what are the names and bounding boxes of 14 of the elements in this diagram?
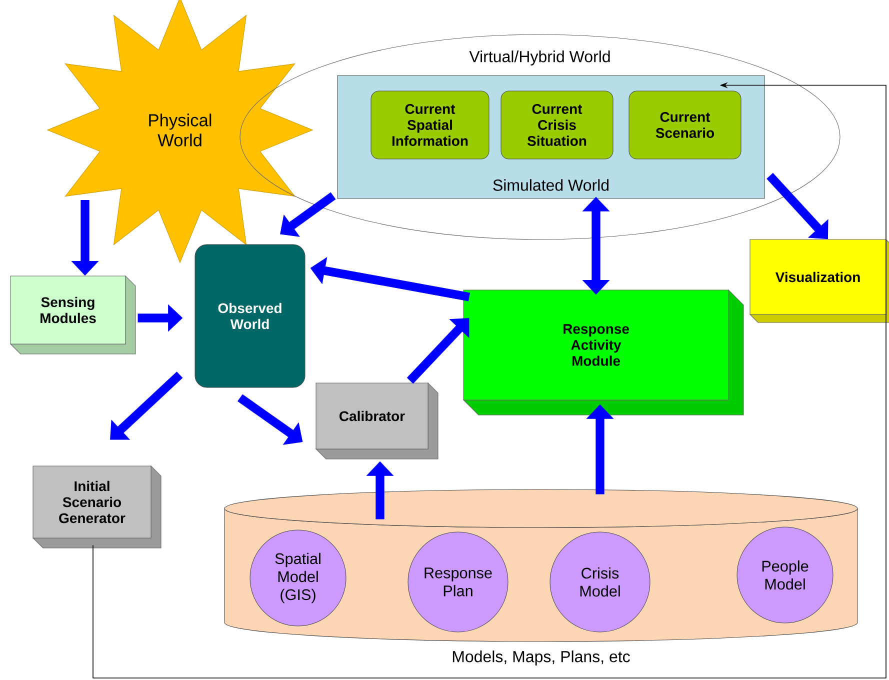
module-box: Initial Scenario Generator xyxy=(32,466,152,538)
block-arrow xyxy=(110,372,183,440)
block-arrow xyxy=(766,172,828,240)
node-label: Models, Maps, Plans, etc xyxy=(452,650,630,666)
block-arrow xyxy=(406,318,470,384)
module-box: Sensing Modules xyxy=(10,276,126,344)
info-box: Current Crisis Situation xyxy=(500,90,614,160)
module-box: Calibrator xyxy=(316,382,428,450)
output-box: Visualization xyxy=(750,239,886,315)
block-arrow xyxy=(280,192,336,237)
module-box: Response Activity Module xyxy=(463,290,729,400)
info-box: Current Scenario xyxy=(628,90,742,160)
process-box: Observed World xyxy=(194,244,306,388)
info-box: Current Spatial Information xyxy=(370,90,490,160)
